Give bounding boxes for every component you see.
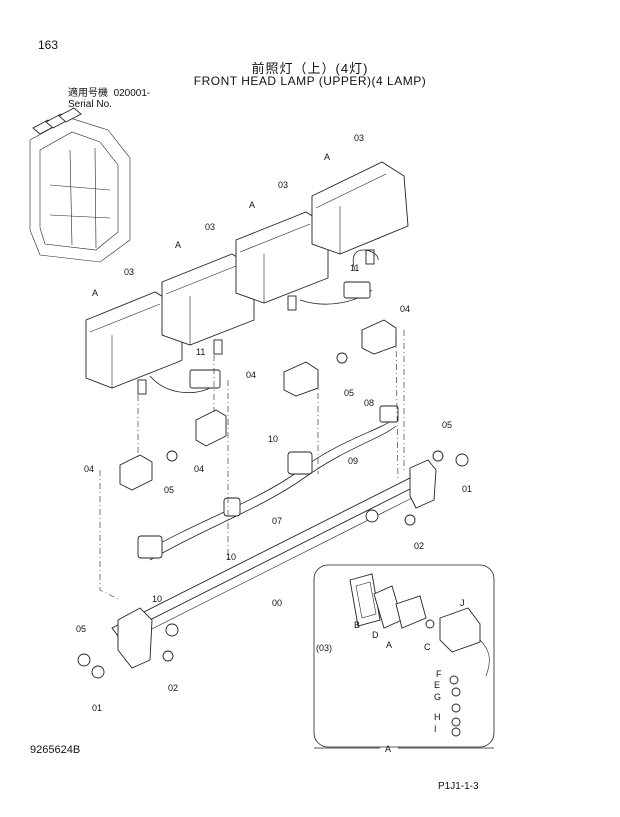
detail-part-i: I bbox=[434, 724, 437, 734]
label-04-c: 04 bbox=[194, 464, 204, 474]
detail-part-g: G bbox=[434, 692, 441, 702]
label-05-a: 05 bbox=[344, 388, 354, 398]
label-01-a: 01 bbox=[462, 484, 472, 494]
detail-part-f: F bbox=[436, 669, 442, 679]
page-number: 163 bbox=[38, 38, 59, 52]
drawing-number: 9265624B bbox=[30, 744, 81, 756]
serial-value: 020001- bbox=[113, 88, 151, 99]
serial-label-jp: 適用号機 bbox=[68, 88, 108, 99]
label-10-b: 10 bbox=[226, 552, 236, 562]
label-11-b: 11 bbox=[196, 347, 205, 357]
lamp-2 bbox=[161, 253, 255, 355]
assembly-dashed-lines bbox=[99, 330, 405, 601]
label-11-a: 11 bbox=[350, 263, 359, 273]
detail-part-h: H bbox=[434, 712, 441, 722]
detail-part-e: E bbox=[434, 680, 440, 690]
lamp-3 bbox=[235, 211, 329, 311]
page-code: P1J1-1-3 bbox=[438, 781, 479, 792]
label-03-a: 03 bbox=[354, 133, 364, 143]
fasteners bbox=[77, 352, 469, 679]
label-03-d: 03 bbox=[124, 267, 134, 277]
label-10-a: 10 bbox=[268, 434, 278, 444]
label-05-b: 05 bbox=[164, 485, 174, 495]
label-01-b: 01 bbox=[92, 703, 102, 713]
label-05-d: 05 bbox=[76, 624, 86, 634]
label-07: 07 bbox=[272, 516, 282, 526]
label-detail-a: A bbox=[385, 744, 391, 754]
detail-part-a: A bbox=[386, 640, 392, 650]
label-09: 09 bbox=[348, 456, 358, 466]
label-02-b: 02 bbox=[168, 683, 178, 693]
detail-part-c: C bbox=[424, 642, 431, 652]
detail-part-d: D bbox=[372, 630, 379, 640]
title-japanese: 前照灯（上）(4灯) bbox=[251, 61, 369, 76]
label-03-b: 03 bbox=[278, 180, 288, 190]
label-a-4: A bbox=[92, 288, 98, 298]
label-05-c: 05 bbox=[442, 420, 452, 430]
label-a-1: A bbox=[324, 152, 330, 162]
label-a-3: A bbox=[175, 240, 181, 250]
callout-labels: 03 03 03 03 A A A A 11 11 04 04 04 04 05… bbox=[76, 133, 472, 754]
label-02-a: 02 bbox=[414, 541, 424, 551]
detail-box bbox=[313, 564, 495, 748]
label-04-b: 04 bbox=[246, 370, 256, 380]
label-00: 00 bbox=[272, 598, 282, 608]
brackets bbox=[117, 319, 437, 669]
label-03-c: 03 bbox=[205, 222, 215, 232]
detail-part-j: J bbox=[460, 598, 465, 608]
lamp-4 bbox=[311, 161, 409, 265]
label-detail-03: (03) bbox=[316, 643, 332, 653]
label-04-a: 04 bbox=[400, 304, 410, 314]
label-10-c: 10 bbox=[152, 594, 162, 604]
serial-info: 適用号機 020001- Serial No. bbox=[68, 88, 150, 110]
label-08: 08 bbox=[364, 398, 374, 408]
cable-07b bbox=[149, 425, 397, 561]
machine-thumbnail-icon bbox=[29, 107, 131, 263]
title-english: FRONT HEAD LAMP (UPPER)(4 LAMP) bbox=[193, 74, 427, 88]
label-a-2: A bbox=[249, 200, 255, 210]
label-04-d: 04 bbox=[84, 464, 94, 474]
serial-label-en: Serial No. bbox=[68, 99, 112, 110]
detail-part-b: B bbox=[354, 620, 360, 630]
